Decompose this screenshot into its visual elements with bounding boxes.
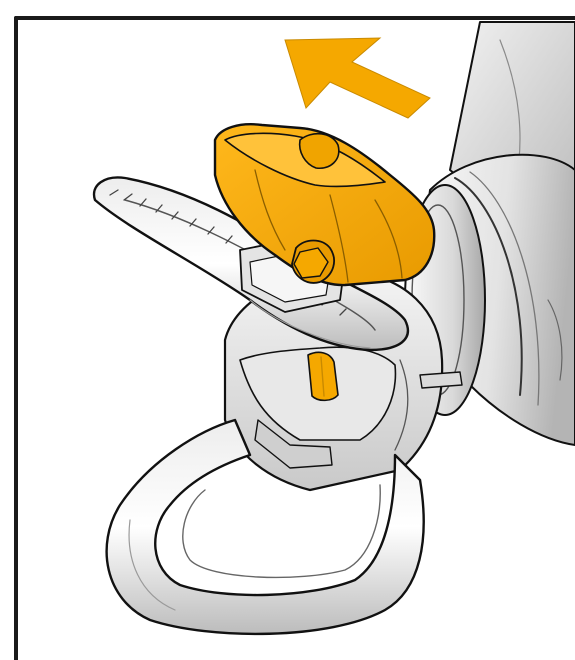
lower-loop-inner: [182, 484, 381, 579]
ring-shadow: [249, 299, 371, 349]
tip-handle-groove-1: [254, 169, 286, 251]
tip-handle-ridge: [298, 132, 340, 170]
direction-arrow: [284, 37, 431, 119]
housing-pin: [419, 371, 463, 389]
tip-stem-line: [320, 356, 325, 397]
tip-handle-groove-3: [374, 199, 403, 279]
housing-notch: [254, 419, 333, 469]
reversible-tip-handle: [213, 123, 436, 287]
housing-side-line: [394, 359, 409, 451]
lower-guard-loop: [105, 418, 425, 636]
tip-handle-nut: [293, 247, 329, 279]
body-detail-line: [547, 299, 563, 381]
lower-loop-highlight: [128, 519, 176, 611]
gun-assembly: [14, 16, 575, 660]
engraving-marks-1: [109, 189, 233, 244]
arrow-up-left-icon: [284, 37, 431, 119]
body-ring-inner: [469, 171, 540, 406]
body-ring: [454, 177, 523, 396]
tip-handle-groove-2: [329, 194, 349, 283]
